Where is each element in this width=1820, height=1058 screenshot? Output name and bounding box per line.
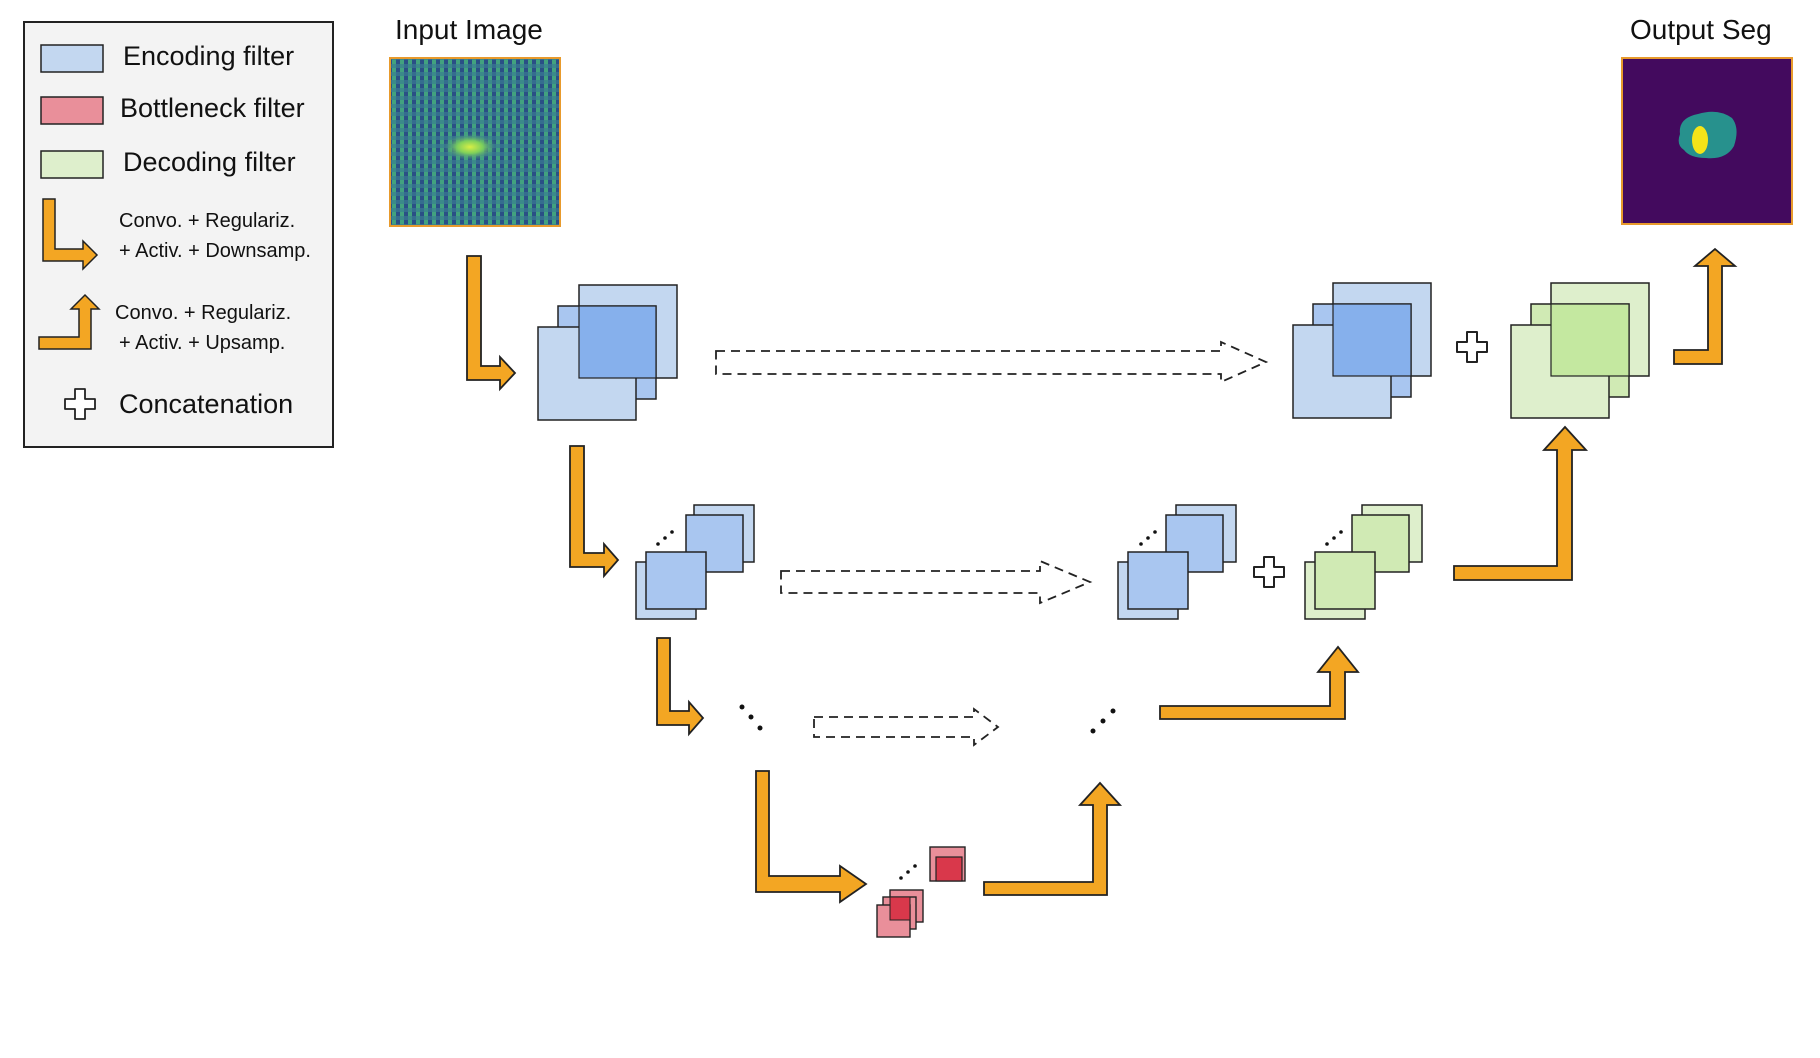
legend-decoding-label: Decoding filter <box>123 147 296 177</box>
decoding-swatch <box>40 150 104 179</box>
encoder-block-level1 <box>537 284 678 421</box>
legend-swatches <box>38 44 104 420</box>
skip-arrow-level2 <box>780 559 1093 605</box>
legend-box: Encoding filter Bottleneck filter Decodi… <box>23 21 334 448</box>
skip-block-level1 <box>1292 282 1432 419</box>
input-image-title: Input Image <box>395 14 543 45</box>
up-arrow-icon <box>38 293 101 350</box>
legend-encoding-label: Encoding filter <box>123 41 295 71</box>
down-arrow-3 <box>656 637 705 737</box>
concatenation-symbols <box>1253 331 1488 588</box>
up-arrow-1 <box>983 781 1123 896</box>
concat-icon-level1 <box>1456 331 1488 363</box>
down-arrows <box>466 255 868 904</box>
down-arrow-1 <box>466 255 517 392</box>
concat-icon-level2 <box>1253 556 1285 588</box>
bottleneck-swatch <box>40 96 104 125</box>
down-arrow-2 <box>569 445 620 579</box>
skip-connections <box>715 340 1269 747</box>
legend-down-line2: + Activ. + Downsamp. <box>119 240 311 262</box>
bottleneck-block <box>876 846 966 938</box>
legend-up-line1: Convo. + Regulariz. <box>115 302 292 324</box>
legend-concat-label: Concatenation <box>119 389 294 419</box>
encoding-swatch <box>40 44 104 73</box>
skip-arrow-level1 <box>715 340 1269 384</box>
ellipsis-level3-left <box>739 704 763 731</box>
concatenation-icon <box>64 388 96 420</box>
encoder-block-level2 <box>635 504 755 620</box>
skip-block-level2 <box>1117 504 1237 620</box>
input-image <box>389 57 561 227</box>
up-arrow-2 <box>1159 645 1360 720</box>
legend-down-line1: Convo. + Regulariz. <box>119 210 296 232</box>
decoder-block-level1 <box>1510 282 1650 419</box>
skip-arrow-level3 <box>813 707 1000 747</box>
up-arrows <box>983 247 1738 896</box>
up-arrow-3 <box>1453 425 1589 581</box>
up-arrow-4 <box>1673 247 1738 365</box>
down-arrow-4 <box>755 770 868 904</box>
output-seg-image <box>1621 57 1793 225</box>
ellipsis-level3-right <box>1090 708 1116 734</box>
legend-up-line2: + Activ. + Upsamp. <box>119 332 286 354</box>
legend-bottleneck-label: Bottleneck filter <box>120 93 305 123</box>
down-arrow-icon <box>42 198 99 271</box>
decoder-block-level2 <box>1304 504 1423 620</box>
output-seg-title: Output Seg <box>1630 14 1772 45</box>
